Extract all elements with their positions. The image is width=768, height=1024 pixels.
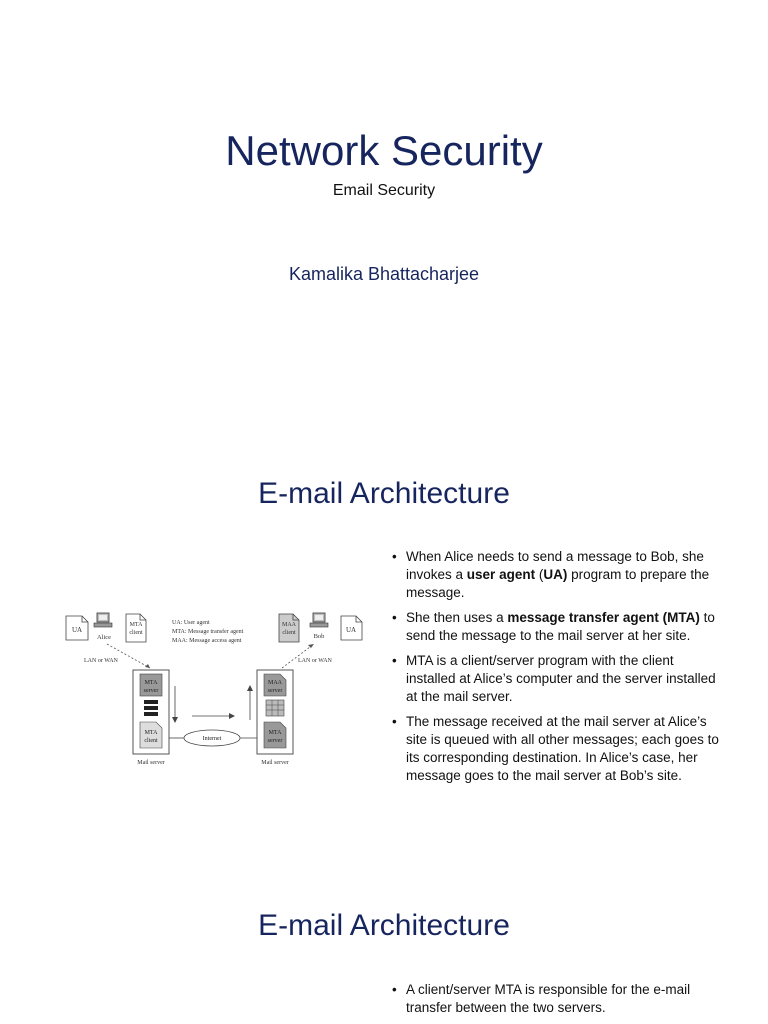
slide-email-architecture-2: E-mail Architecture A client/server MTA … bbox=[0, 864, 768, 1024]
slide-title: Network Security Email Security Kamalika… bbox=[0, 0, 768, 432]
legend-maa: MAA: Message access agent bbox=[172, 638, 242, 644]
mta-server-label-b: server bbox=[144, 688, 159, 694]
ua-label-right: UA bbox=[346, 626, 356, 634]
presentation-subtitle: Email Security bbox=[332, 182, 436, 199]
mail-server-label-left: Mail server bbox=[137, 760, 165, 766]
bob-label: Bob bbox=[314, 633, 325, 640]
bob-ua-document-icon: UA bbox=[340, 615, 363, 641]
legend-mta: MTA: Message transfer agent bbox=[172, 628, 244, 635]
alice-computer-icon: Alice bbox=[93, 612, 113, 641]
bullet-item: She then uses a message transfer agent (… bbox=[392, 609, 722, 645]
alice-mail-server: MTA server MTA client Mail server bbox=[132, 669, 170, 766]
mail-server-label-right: Mail server bbox=[261, 760, 289, 766]
lan-wan-label-left: LAN or WAN bbox=[84, 658, 119, 664]
maa-client-document-icon: MAA client bbox=[278, 613, 300, 643]
bullet-item: MTA is a client/server program with the … bbox=[392, 652, 722, 706]
lan-wan-label-right: LAN or WAN bbox=[298, 658, 333, 664]
mta-server-label-right-a: MTA bbox=[269, 730, 283, 736]
mta-client-label-b: client bbox=[129, 630, 143, 636]
mta-client-label-a: MTA bbox=[130, 622, 144, 628]
maa-client-label-b: client bbox=[282, 630, 296, 636]
mta-client-label-server-b: client bbox=[144, 738, 158, 744]
slide-email-architecture-1: E-mail Architecture UA Alice MTA client … bbox=[0, 432, 768, 864]
alice-ua-document-icon: UA bbox=[65, 615, 89, 641]
bullet-item: When Alice needs to send a message to Bo… bbox=[392, 548, 722, 602]
bob-mail-server: MAA server MTA server Mail server bbox=[256, 669, 294, 766]
alice-label: Alice bbox=[97, 634, 111, 641]
maa-server-label-b: server bbox=[268, 688, 283, 694]
bullet-list: When Alice needs to send a message to Bo… bbox=[392, 548, 722, 792]
slide-heading: E-mail Architecture bbox=[258, 909, 510, 942]
bullet-item: The message received at the mail server … bbox=[392, 713, 722, 785]
mta-server-label-right-b: server bbox=[268, 738, 283, 744]
slide-heading: E-mail Architecture bbox=[258, 477, 510, 510]
bullet-item: A client/server MTA is responsible for t… bbox=[392, 981, 722, 1017]
maa-client-label-a: MAA bbox=[282, 622, 297, 628]
presentation-title: Network Security bbox=[225, 127, 543, 174]
ua-label-left: UA bbox=[72, 626, 82, 634]
maa-server-label-a: MAA bbox=[268, 680, 283, 686]
legend-ua: UA: User agent bbox=[172, 620, 210, 626]
internet-label: Internet bbox=[203, 736, 222, 742]
email-architecture-diagram: UA Alice MTA client UA: User agent MTA: … bbox=[65, 612, 363, 766]
mta-server-label-a: MTA bbox=[145, 680, 159, 686]
mta-client-document-icon: MTA client bbox=[125, 613, 147, 643]
bob-computer-icon: Bob bbox=[309, 612, 329, 640]
mta-client-label-server-a: MTA bbox=[145, 730, 159, 736]
author-name: Kamalika Bhattacharjee bbox=[288, 264, 480, 284]
bullet-list: A client/server MTA is responsible for t… bbox=[392, 981, 722, 1024]
